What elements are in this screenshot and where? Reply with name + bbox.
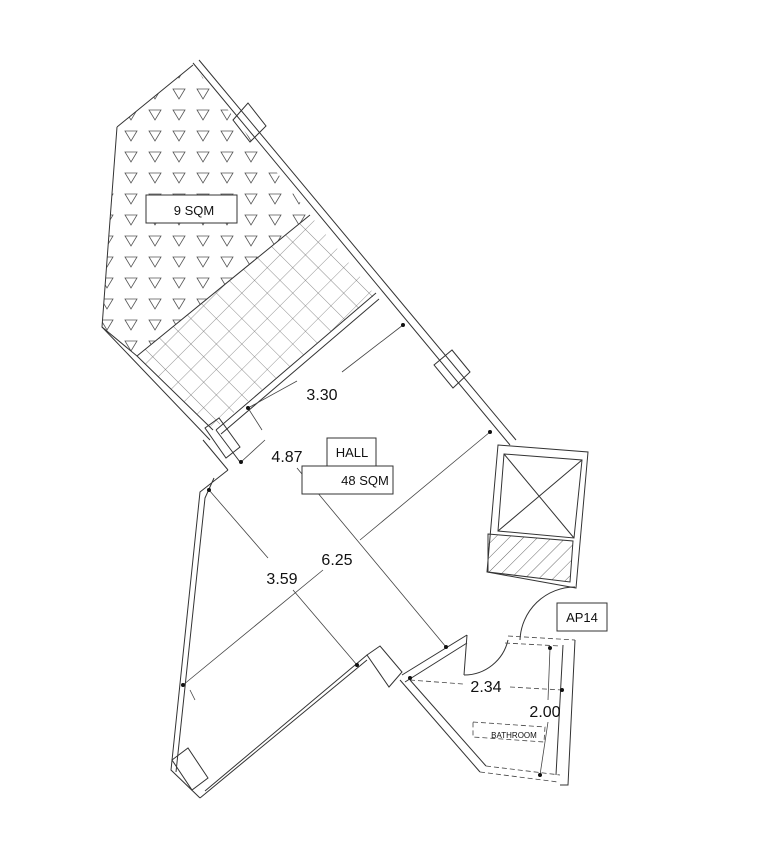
hall-label: HALL (336, 445, 369, 460)
dimension-2-00: 2.00 (529, 704, 560, 721)
hall-area-label: 48 SQM (341, 473, 389, 488)
walls (170, 59, 517, 799)
terrace (101, 64, 375, 441)
dimension-2-34: 2.34 (470, 679, 501, 696)
dimension-6-25: 6.25 (321, 552, 352, 569)
dimension-3-59: 3.59 (266, 571, 297, 588)
dimension-3-30: 3.30 (306, 387, 337, 404)
dimension-4-87: 4.87 (271, 449, 302, 466)
doors (463, 586, 576, 676)
bathroom (472, 635, 576, 786)
dimension-lines (181, 323, 564, 777)
elevator-core (486, 444, 589, 589)
apartment-label: AP14 (566, 610, 598, 625)
terrace-area-label: 9 SQM (174, 203, 214, 218)
bathroom-label: BATHROOM (491, 731, 537, 740)
